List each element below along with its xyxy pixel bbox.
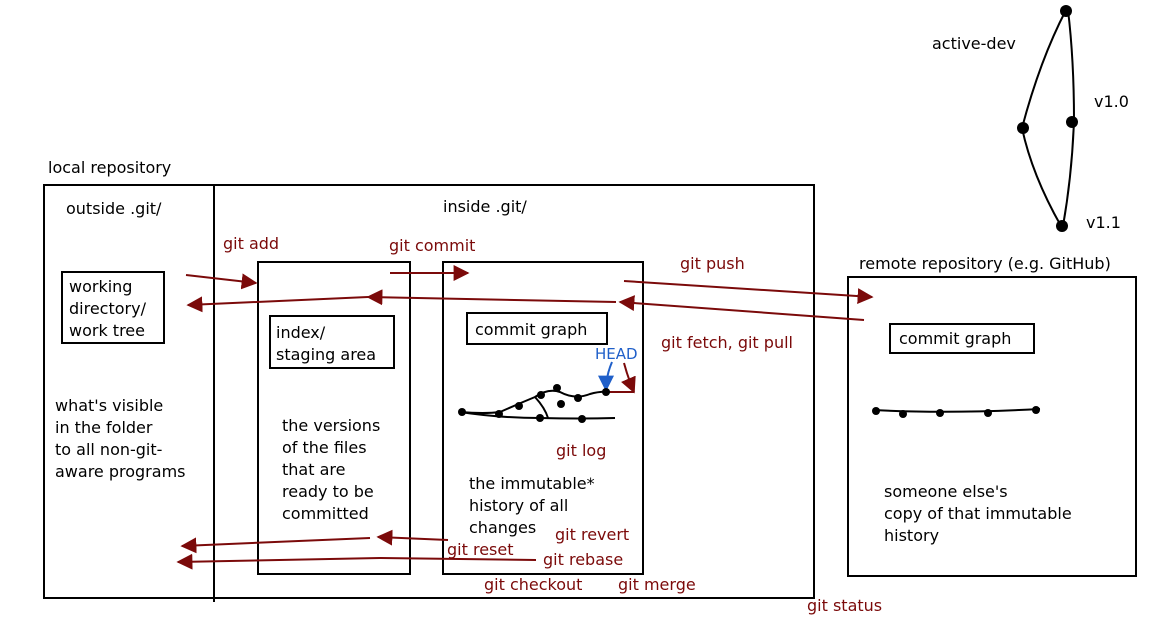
commit-node (495, 410, 503, 418)
commit-node (984, 409, 992, 417)
visible-description: what's visible in the folder to all non-… (55, 396, 185, 481)
commit-node (1066, 116, 1078, 128)
commit-node (872, 407, 880, 415)
git-rebase-arrow (176, 553, 381, 570)
commit-node (537, 391, 545, 399)
merge-line (534, 396, 549, 419)
working-directory-line: work tree (69, 321, 145, 340)
git-commit-label: git commit (389, 236, 475, 255)
description-line: aware programs (55, 462, 185, 481)
branch-line-left (1020, 9, 1067, 227)
head-move-arrow (620, 362, 636, 394)
description-line: history (884, 526, 939, 545)
commit-graph-box (466, 312, 608, 345)
commit-node (557, 400, 565, 408)
commit-node (553, 384, 561, 392)
remote-commit-graph-sketch (872, 406, 1041, 418)
git-add-arrow (185, 273, 258, 290)
commit-node (1032, 406, 1040, 414)
description-line: of the files (282, 438, 367, 457)
versions-description: the versions of the files that are ready… (282, 416, 385, 523)
description-line: in the folder (55, 418, 153, 437)
description-line: ready to be (282, 482, 374, 501)
description-line: the immutable* (469, 474, 595, 493)
commit-graph-label: commit graph (475, 320, 587, 339)
description-line: someone else's (884, 482, 1008, 501)
commit-column-box (442, 261, 644, 575)
description-line: the versions (282, 416, 380, 435)
remote-branch-line (872, 408, 1041, 413)
local-repository-box (43, 184, 815, 599)
local-repository-label: local repository (48, 158, 171, 177)
commit-node (936, 409, 944, 417)
commit-node (1056, 220, 1068, 232)
checkout-worktree-arrow (186, 296, 369, 313)
remote-commit-graph-label: commit graph (899, 329, 1011, 348)
working-directory-line: working (69, 277, 132, 296)
working-directory-label: working directory/ work tree (69, 277, 151, 340)
head-arrow (598, 361, 615, 392)
git-rebase-line (379, 557, 537, 561)
git-fetch-pull-label: git fetch, git pull (661, 333, 793, 352)
git-reset-index-arrow (376, 529, 449, 546)
git-reset-label: git reset (447, 540, 513, 559)
git-checkout-label: git checkout (484, 575, 582, 594)
active-dev-label: active-dev (932, 34, 1016, 53)
branch-sketch (1017, 5, 1078, 232)
staging-column-box (257, 261, 411, 575)
index-label: index/ staging area (276, 323, 376, 364)
description-line: what's visible (55, 396, 163, 415)
v1-1-label: v1.1 (1086, 213, 1121, 232)
description-line: history of all (469, 496, 568, 515)
git-rebase-label: git rebase (543, 550, 623, 569)
git-status-label: git status (807, 596, 882, 615)
remote-repository-box (847, 276, 1137, 577)
commit-node (536, 414, 544, 422)
v1-0-label: v1.0 (1094, 92, 1129, 111)
remote-description: someone else's copy of that immutable hi… (884, 482, 1077, 545)
working-directory-box (61, 271, 165, 344)
immutable-description: the immutable* history of all changes (469, 474, 600, 537)
index-line: staging area (276, 345, 376, 364)
commit-node (574, 394, 582, 402)
index-box (269, 315, 395, 369)
commit-node (458, 408, 466, 416)
commit-node (578, 415, 586, 423)
remote-repository-label: remote repository (e.g. GitHub) (859, 254, 1111, 273)
description-line: committed (282, 504, 369, 523)
git-reset-worktree-arrow (180, 537, 371, 554)
git-add-label: git add (223, 234, 279, 253)
description-line: to all non-git- (55, 440, 162, 459)
fetch-to-index-arrow (366, 289, 617, 306)
git-revert-label: git revert (555, 525, 629, 544)
index-line: index/ (276, 323, 326, 342)
git-push-label: git push (680, 254, 745, 273)
description-line: changes (469, 518, 536, 537)
commit-node (899, 410, 907, 418)
commit-node (515, 402, 523, 410)
commit-node (1017, 122, 1029, 134)
inside-git-label: inside .git/ (443, 197, 527, 216)
commit-node (1060, 5, 1072, 17)
feature-branch-line (459, 389, 611, 414)
description-line: copy of that immutable (884, 504, 1072, 523)
git-merge-label: git merge (618, 575, 696, 594)
remote-commit-graph-box (889, 323, 1035, 354)
commit-node (602, 388, 610, 396)
description-line: that are (282, 460, 345, 479)
git-push-arrow (623, 280, 874, 305)
git-log-label: git log (556, 441, 606, 460)
head-label: HEAD (595, 345, 638, 363)
outside-git-label: outside .git/ (66, 199, 162, 218)
git-fetch-arrow (618, 295, 865, 321)
working-directory-line: directory/ (69, 299, 147, 318)
local-commit-graph-sketch (458, 384, 616, 423)
